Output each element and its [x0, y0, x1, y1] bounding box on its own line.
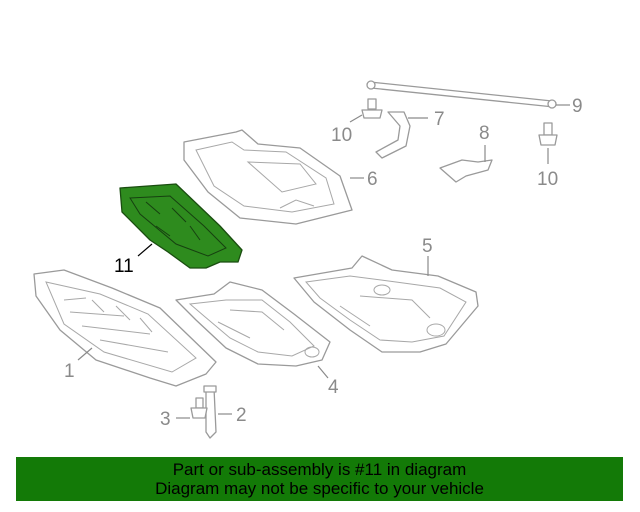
- part-5-right-shield: [293, 255, 479, 353]
- callout-1: 1: [64, 361, 75, 382]
- leader-1: [77, 347, 93, 361]
- callout-3: 3: [160, 409, 171, 430]
- parts-diagram: 9 10 7 8 10 6 11: [33, 80, 583, 439]
- leader-10a: [349, 114, 363, 123]
- callout-4: 4: [328, 377, 339, 398]
- part-3-bolt: [190, 397, 208, 419]
- info-banner-line-1: Part or sub-assembly is #11 in diagram: [172, 460, 467, 479]
- leader-11: [137, 243, 153, 257]
- callout-11: 11: [114, 256, 134, 277]
- part-7-bracket: [375, 111, 411, 159]
- leader-4: [317, 365, 329, 379]
- callout-6: 6: [367, 169, 378, 190]
- part-10-bolt-left: [361, 98, 383, 119]
- part-2-bracket: [203, 385, 217, 439]
- part-1-front-shield: [33, 269, 217, 387]
- info-banner-line-2: Diagram may not be specific to your vehi…: [155, 479, 484, 498]
- callout-9: 9: [572, 96, 583, 117]
- part-4-center-shield: [175, 281, 331, 367]
- callout-8: 8: [479, 123, 490, 144]
- part-6-upper-shield: [183, 129, 353, 225]
- callout-7: 7: [434, 109, 445, 130]
- callout-10a: 10: [331, 125, 352, 146]
- part-9-rod: [366, 80, 557, 109]
- callout-10b: 10: [537, 169, 558, 190]
- callout-2: 2: [236, 405, 247, 426]
- callout-5: 5: [422, 236, 433, 257]
- info-banner: Part or sub-assembly is #11 in diagram D…: [16, 457, 623, 501]
- part-10-bolt-right: [538, 122, 558, 146]
- part-8-bracket: [439, 159, 493, 183]
- part-11-highlighted-shield: [119, 183, 243, 269]
